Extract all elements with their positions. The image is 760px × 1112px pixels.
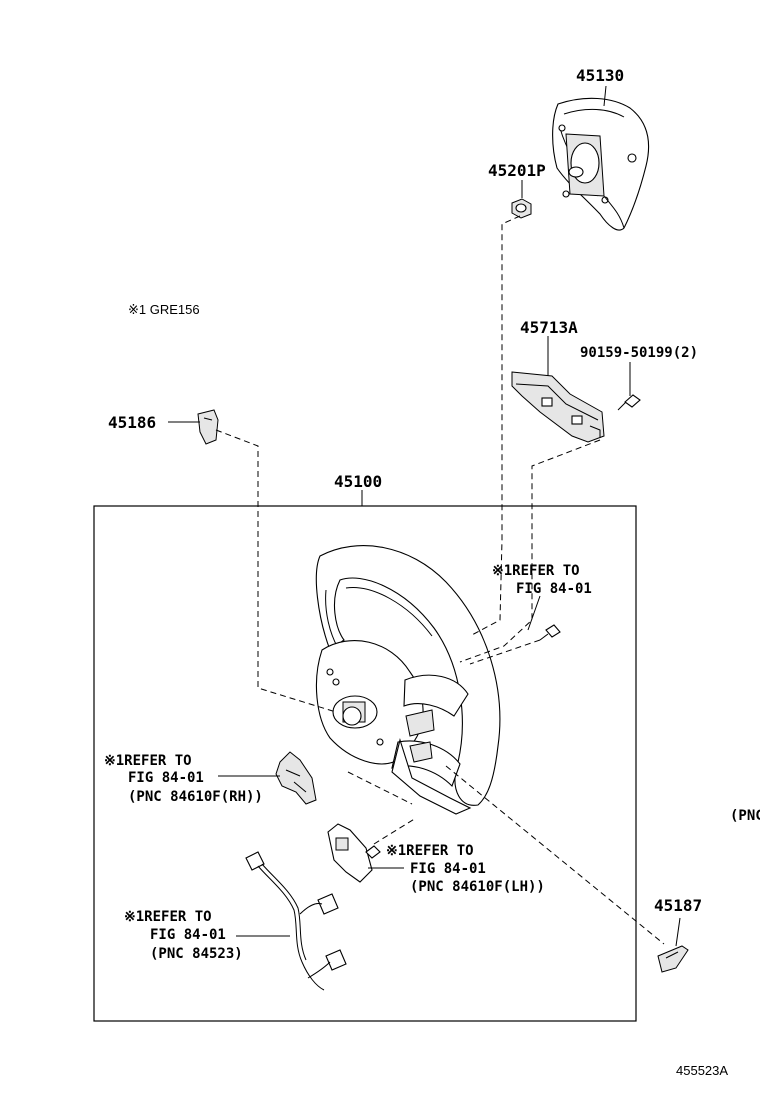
cover-45186[interactable]	[197, 409, 219, 445]
refer-lh-line1: ※1REFER TO	[386, 843, 474, 859]
screw-90159-50199[interactable]	[617, 394, 641, 411]
refer-rh-line1: ※1REFER TO	[104, 753, 192, 769]
refer-harness-line1: ※1REFER TO	[124, 909, 212, 925]
dash-switch-lh	[373, 817, 417, 845]
switch-lh[interactable]	[327, 823, 381, 883]
dash-switch-rh	[347, 771, 413, 805]
wire-harness[interactable]	[245, 851, 347, 991]
label-90159: 90159-50199(2)	[580, 345, 698, 361]
refer-top-line1: ※1REFER TO	[492, 563, 580, 579]
refer-rh-line3: (PNC 84610F(RH))	[128, 789, 263, 805]
dash-45187	[445, 765, 665, 945]
label-45187: 45187	[654, 896, 702, 915]
dash-45713a	[459, 439, 601, 663]
label-45100: 45100	[334, 472, 382, 491]
dash-45201p	[469, 215, 521, 637]
steering-wheel-45100[interactable]	[315, 545, 501, 815]
note-legend: ※1 GRE156	[128, 302, 200, 317]
dash-45186	[215, 429, 337, 713]
cover-45713a[interactable]	[511, 371, 605, 443]
refer-lh-line2: FIG 84-01	[410, 861, 486, 877]
leader-45187	[675, 917, 681, 947]
label-45201p: 45201P	[488, 161, 546, 180]
cover-45187[interactable]	[657, 945, 689, 973]
label-45713a: 45713A	[520, 318, 578, 337]
assembly-frame-45100	[93, 505, 637, 1022]
cropped-text: (PNC	[730, 808, 760, 824]
refer-harness-line3: (PNC 84523)	[150, 946, 243, 962]
refer-rh-line2: FIG 84-01	[128, 770, 204, 786]
switch-rh[interactable]	[275, 751, 317, 805]
dash-bolt	[469, 639, 541, 665]
refer-harness-line2: FIG 84-01	[150, 927, 226, 943]
label-45130: 45130	[576, 66, 624, 85]
leader-refer-top	[527, 595, 541, 631]
nut-45201p[interactable]	[511, 198, 532, 219]
refer-top-line2: FIG 84-01	[516, 581, 592, 597]
refer-lh-line3: (PNC 84610F(LH))	[410, 879, 545, 895]
bolt[interactable]	[539, 624, 561, 641]
figure-id: 455523A	[676, 1063, 728, 1078]
leader-45130	[603, 85, 607, 107]
airbag-45130[interactable]	[552, 97, 650, 231]
label-45186: 45186	[108, 413, 156, 432]
